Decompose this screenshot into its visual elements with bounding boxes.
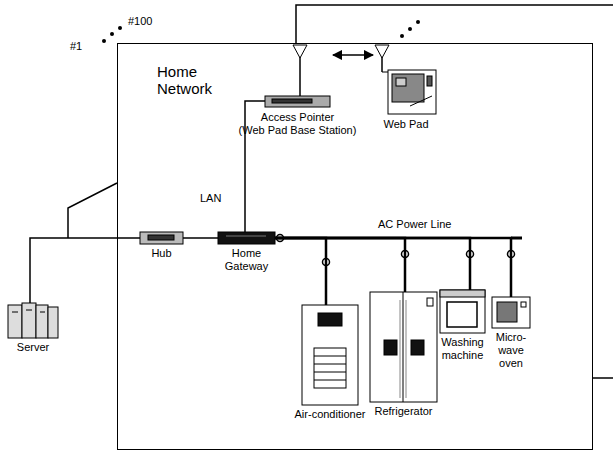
access-pointer-icon xyxy=(265,45,330,107)
washing-machine-box: Washing machine xyxy=(440,290,485,333)
hub-icon xyxy=(140,232,183,244)
caption-group: Washing machine xyxy=(437,336,489,362)
uplink-wire xyxy=(68,183,117,238)
caption-group: Home Gateway xyxy=(218,247,276,273)
power-line xyxy=(275,238,326,305)
server-box: Server xyxy=(8,303,58,338)
back-frame xyxy=(593,377,613,379)
device-label: Washing machine xyxy=(437,336,489,362)
device-label: (Web Pad Base Station) xyxy=(238,124,358,137)
wireless-link xyxy=(333,54,373,56)
access-pointer-box: Access Pointer(Web Pad Base Station) xyxy=(265,45,330,108)
power-line xyxy=(275,238,511,297)
network-number: #100 xyxy=(128,15,152,28)
caption-group: Server xyxy=(3,341,63,354)
caption-group: Micro- wave oven xyxy=(493,331,529,370)
air-conditioner-box: Air-conditioner xyxy=(302,305,358,405)
bus-label: AC Power Line xyxy=(378,218,451,231)
device-label: Hub xyxy=(142,247,182,260)
back-frame xyxy=(296,5,613,43)
server-icon xyxy=(8,303,58,338)
power-taps xyxy=(323,251,515,266)
refrigerator-box: Refrigerator xyxy=(370,292,437,402)
frame-title: Home Network xyxy=(157,63,227,97)
device-label: Web Pad xyxy=(376,118,436,131)
microwave-oven-icon xyxy=(492,297,530,328)
device-label: Access Pointer xyxy=(238,111,358,124)
device-label: Home Gateway xyxy=(218,247,276,273)
caption-group: Hub xyxy=(142,247,182,260)
caption-group: Web Pad xyxy=(376,118,436,131)
network-number: #1 xyxy=(70,40,82,53)
hub-box: Hub xyxy=(140,232,183,244)
microwave-oven-box: Micro- wave oven xyxy=(492,297,530,328)
home-gateway-box: Home Gateway xyxy=(218,232,275,244)
power-line-end xyxy=(511,237,522,240)
caption-group: Air-conditioner xyxy=(285,408,375,421)
refrigerator-icon xyxy=(370,292,437,402)
web-pad-icon xyxy=(375,45,436,114)
air-conditioner-icon xyxy=(302,305,358,405)
caption-group: Access Pointer(Web Pad Base Station) xyxy=(238,111,358,137)
web-pad-box: Web Pad xyxy=(376,45,436,115)
device-label: Server xyxy=(3,341,63,354)
caption-group: Refrigerator xyxy=(364,405,444,418)
device-label: Micro- wave oven xyxy=(493,331,529,370)
device-label: Refrigerator xyxy=(364,405,444,418)
power-line xyxy=(275,238,405,292)
washing-machine-icon xyxy=(440,290,485,333)
lan-cable xyxy=(183,237,218,239)
network-frame: Home NetworkAccess Pointer(Web Pad Base … xyxy=(117,43,593,450)
power-line xyxy=(275,238,470,290)
edge-label: LAN xyxy=(200,192,221,205)
lan-cable xyxy=(30,238,140,303)
device-label: Air-conditioner xyxy=(285,408,375,421)
home-gateway-icon xyxy=(218,232,275,244)
